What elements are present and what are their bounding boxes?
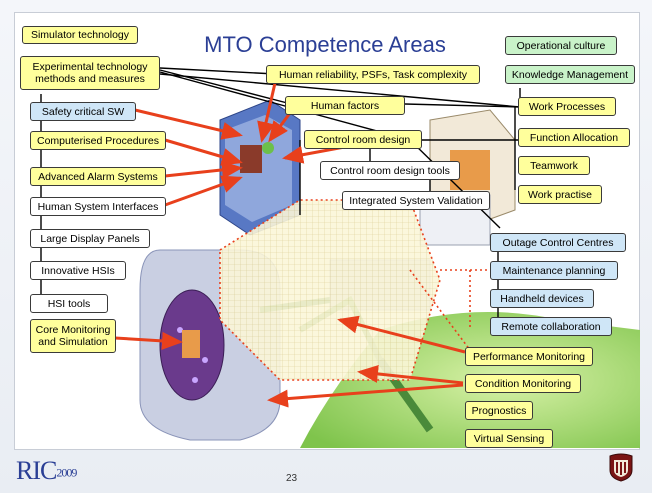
ric-logo: RIC2009 [16,456,77,486]
teamwork-box: Teamwork [518,156,590,175]
remote-collaboration-box: Remote collaboration [490,317,612,336]
safety-critical-sw-box: Safety critical SW [30,102,136,121]
knowledge-management-box: Knowledge Management [505,65,635,84]
maintenance-planning-box: Maintenance planning [490,261,618,280]
experimental-technology-box: Experimental technology methods and meas… [20,56,160,90]
handheld-devices-box: Handheld devices [490,289,594,308]
grid-region [220,200,440,380]
control-room-design-box: Control room design [304,130,422,149]
innovative-hsi-box: Innovative HSIs [30,261,126,280]
isv-box: Integrated System Validation [342,191,490,210]
seal-icon [609,453,633,482]
simulator-technology-box: Simulator technology [22,26,138,44]
virtual-sensing-box: Virtual Sensing [465,429,553,448]
page-number: 23 [286,473,298,484]
work-processes-box: Work Processes [518,97,616,116]
human-reliability-box: Human reliability, PSFs, Task complexity [266,65,480,84]
control-room-tools-box: Control room design tools [320,161,460,180]
function-allocation-box: Function Allocation [518,128,630,147]
condition-monitoring-box: Condition Monitoring [465,374,581,393]
human-factors-box: Human factors [285,96,405,115]
work-practise-box: Work practise [518,185,602,204]
ric-logo-year: 2009 [56,465,77,480]
hsi-box: Human System Interfaces [30,197,166,216]
large-display-box: Large Display Panels [30,229,150,248]
core-monitoring-box: Core Monitoring and Simulation [30,319,116,353]
ric-logo-text: RIC [16,456,57,485]
computerised-procedures-box: Computerised Procedures [30,131,166,150]
operational-culture-box: Operational culture [505,36,617,55]
performance-monitoring-box: Performance Monitoring [465,347,593,366]
hsi-tools-box: HSI tools [30,294,108,313]
advanced-alarm-box: Advanced Alarm Systems [30,167,166,186]
prognostics-box: Prognostics [465,401,533,420]
page-title: MTO Competence Areas [204,32,446,57]
outage-control-box: Outage Control Centres [490,233,626,252]
